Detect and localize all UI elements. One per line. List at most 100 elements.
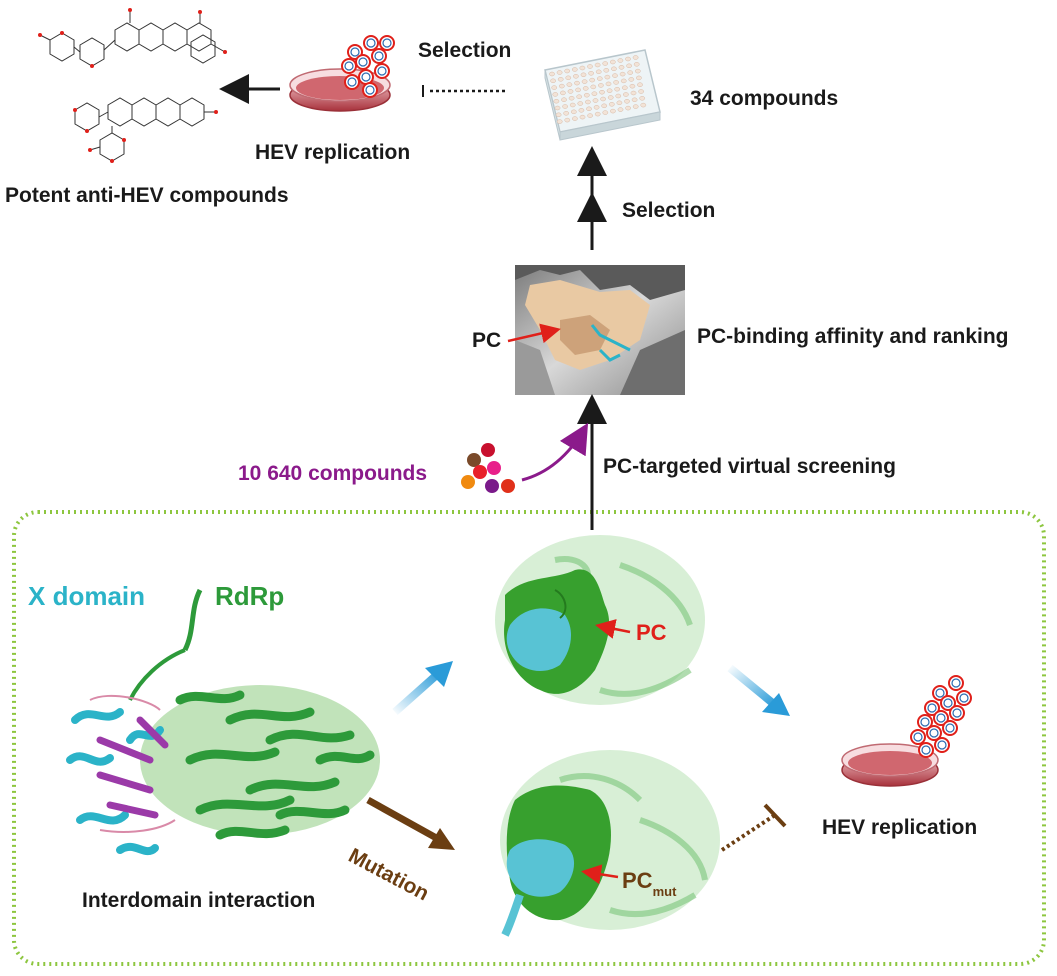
plate-well	[572, 116, 578, 121]
arrow-head-mutation	[428, 828, 455, 850]
plate-well	[618, 65, 625, 70]
plate-well	[613, 80, 619, 85]
plate-well	[609, 59, 616, 65]
plate-well	[602, 110, 609, 115]
plate-well	[575, 87, 581, 93]
x-domain-rdrp-structure	[66, 588, 380, 856]
plate-well	[623, 92, 629, 97]
plate-well	[628, 77, 635, 82]
plate-well	[590, 84, 597, 90]
plate-well	[564, 117, 571, 123]
label-x-domain: X domain	[28, 581, 146, 611]
arrow-mutation	[366, 796, 442, 844]
arrow-compound-library	[521, 422, 589, 482]
label-selection-top: Selection	[418, 39, 512, 62]
plate-well	[633, 62, 640, 67]
plate-well	[599, 89, 605, 95]
plate-well	[555, 112, 562, 118]
compound-library-icon	[461, 443, 515, 493]
plate-well	[615, 93, 622, 99]
plate-well	[553, 98, 560, 104]
plate-well	[592, 98, 599, 103]
plate-well	[626, 63, 632, 69]
plate-well	[614, 86, 621, 92]
plate-well	[607, 95, 614, 100]
plate-well	[583, 92, 590, 98]
plate-well	[610, 108, 616, 114]
protein-surface-wildtype	[495, 535, 705, 705]
plate-well	[562, 104, 568, 109]
virus-inner-bottom	[913, 678, 969, 755]
plate-well	[632, 55, 639, 60]
plate-well	[621, 85, 628, 90]
plate-well	[625, 56, 631, 62]
label-pc-mut: PCmut	[622, 868, 676, 899]
plate-well	[569, 102, 576, 108]
label-pc-wildtype: PC	[636, 620, 667, 645]
pc-pointer-wildtype	[595, 619, 631, 639]
plate-well	[587, 113, 593, 118]
well-plate-96	[544, 49, 661, 141]
plate-well	[552, 92, 559, 97]
interaction-frame	[12, 510, 1046, 966]
plate-well	[576, 94, 583, 99]
plate-well	[556, 119, 563, 124]
plate-well	[558, 83, 565, 89]
label-pc-binding: PC-binding affinity and ranking	[697, 325, 1009, 348]
plate-well	[616, 100, 623, 106]
pc-pointer-arrow	[507, 323, 561, 344]
plate-well	[608, 102, 615, 107]
plate-well	[619, 71, 626, 77]
arrow-wildtype-interaction	[392, 669, 443, 715]
virus-inner-top	[344, 38, 392, 95]
plate-well	[596, 76, 603, 81]
plate-well	[551, 85, 558, 90]
plate-well	[585, 99, 591, 105]
plate-well	[611, 66, 617, 72]
label-hev-replication-bottom: HEV replication	[822, 816, 978, 839]
plate-well	[636, 75, 642, 81]
plate-well	[567, 89, 574, 94]
plate-well	[638, 89, 644, 94]
plate-well	[637, 82, 643, 87]
plate-well	[588, 71, 594, 76]
plate-well	[574, 80, 580, 86]
plate-well	[568, 95, 575, 101]
plate-well	[632, 104, 639, 109]
arrow-head-replication	[762, 693, 790, 716]
plate-well	[587, 64, 593, 69]
label-pc-targeted: PC-targeted virtual screening	[603, 455, 896, 478]
plate-well	[594, 111, 601, 117]
label-10640-compounds: 10 640 compounds	[238, 462, 428, 485]
plate-well	[554, 105, 561, 111]
plate-well	[598, 83, 604, 88]
plate-well	[577, 101, 584, 106]
plate-well	[571, 67, 578, 72]
arrow-to-replication	[727, 664, 778, 709]
pc-pointer-mutant	[581, 864, 619, 885]
plate-well	[579, 65, 586, 71]
label-hev-replication-top: HEV replication	[255, 141, 411, 164]
plate-well	[561, 97, 567, 102]
plate-well	[556, 70, 563, 75]
plate-well	[634, 68, 641, 74]
plate-well	[557, 77, 564, 82]
plate-well	[580, 72, 587, 78]
label-pc-mut-base: PC	[622, 868, 653, 893]
label-34-compounds: 34 compounds	[690, 87, 839, 110]
petri-dish-bottom	[841, 743, 939, 787]
plate-well	[620, 78, 627, 84]
arrow-head-wildtype	[425, 661, 453, 687]
plate-well	[570, 109, 577, 115]
protein-surface-panel	[515, 265, 685, 395]
virus-particles-bottom	[910, 675, 972, 758]
plate-well	[594, 62, 601, 68]
chemical-structure-2	[74, 97, 216, 162]
plate-well	[595, 69, 602, 75]
plate-well	[617, 58, 624, 63]
protein-surface-mutant	[500, 750, 720, 937]
plate-well	[564, 68, 571, 74]
plate-well	[617, 107, 624, 112]
plate-well	[625, 105, 631, 111]
